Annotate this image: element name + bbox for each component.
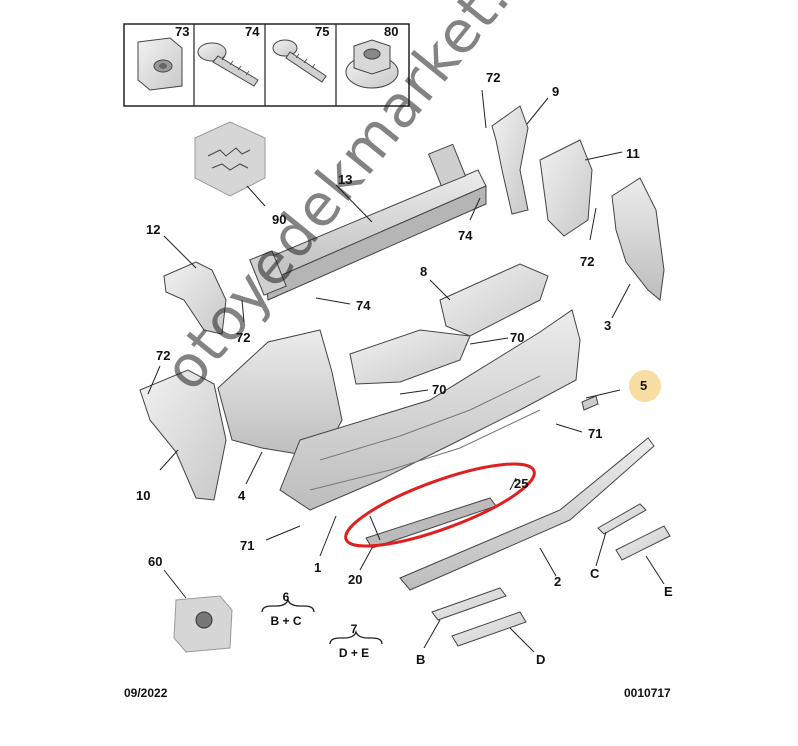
callout-71: 71 [588, 426, 603, 441]
callout-70: 70 [510, 330, 525, 345]
callout-9: 9 [552, 84, 560, 99]
callout-E: E [664, 584, 673, 599]
callout-72: 72 [580, 254, 595, 269]
fastener-80-number: 80 [384, 24, 399, 39]
part-5-highlight-marker [629, 370, 661, 402]
fastener-74-number: 74 [245, 24, 260, 39]
callout-2: 2 [554, 574, 562, 589]
screw-icon [272, 39, 327, 83]
callout-25: 25 [514, 476, 529, 491]
callout-60: 60 [148, 554, 163, 569]
reinforcement-beam-13 [249, 143, 487, 301]
callout-8: 8 [420, 264, 428, 279]
callout-72: 72 [156, 348, 171, 363]
callout-72: 72 [236, 330, 251, 345]
callout-10: 10 [136, 488, 151, 503]
fastener-75-number: 75 [315, 24, 330, 39]
footer-reference: 0010717 [624, 686, 671, 700]
callout-D: D [536, 652, 546, 667]
callout-74: 74 [458, 228, 473, 243]
callout-3: 3 [604, 318, 612, 333]
callout-13: 13 [338, 172, 353, 187]
callout-C: C [590, 566, 600, 581]
trim-piece-D [451, 611, 535, 653]
lower-strip-20 [365, 497, 497, 549]
fastener-73-number: 73 [175, 24, 190, 39]
bracket-12 [163, 235, 227, 335]
callout-71: 71 [240, 538, 255, 553]
flange-nut-icon [345, 39, 399, 89]
fastener-kit-90 [194, 121, 266, 207]
part-5 [581, 395, 599, 411]
fastener-box [123, 23, 410, 107]
cover-4 [217, 329, 343, 485]
bracket-9 [491, 97, 549, 215]
bracket-10 [139, 369, 227, 501]
kit-6-contents: B + C [270, 614, 302, 628]
leader-lines [147, 89, 621, 571]
trim-piece-C [595, 503, 647, 567]
callout-5: 5 [640, 378, 648, 393]
flange-bolt-icon [197, 42, 259, 87]
kit-7-contents: D + E [338, 646, 370, 660]
callout-72: 72 [486, 70, 501, 85]
side-panel-3 [611, 177, 665, 319]
callout-B: B [416, 652, 426, 667]
callout-70: 70 [432, 382, 447, 397]
fastener-kit-60 [163, 569, 233, 653]
highlight-ellipse [344, 462, 536, 548]
callout-12: 12 [146, 222, 161, 237]
bumper-bracket-70 [349, 329, 471, 385]
clip-nut-icon [137, 37, 183, 91]
callout-74: 74 [356, 298, 371, 313]
trim-strip-2 [399, 437, 655, 591]
callout-4: 4 [238, 488, 246, 503]
kit-7-number: 7 [350, 622, 358, 636]
callout-1: 1 [314, 560, 322, 575]
kit-braces [261, 597, 383, 645]
bumper-cover-1 [279, 309, 581, 557]
bracket-11 [539, 139, 623, 237]
trim-piece-B [423, 587, 507, 649]
trim-piece-E [615, 525, 671, 585]
footer-date: 09/2022 [124, 686, 168, 700]
kit-6-number: 6 [282, 590, 290, 604]
callout-11: 11 [626, 146, 640, 161]
bracket-8 [429, 263, 549, 337]
callout-90: 90 [272, 212, 287, 227]
callout-20: 20 [348, 572, 363, 587]
